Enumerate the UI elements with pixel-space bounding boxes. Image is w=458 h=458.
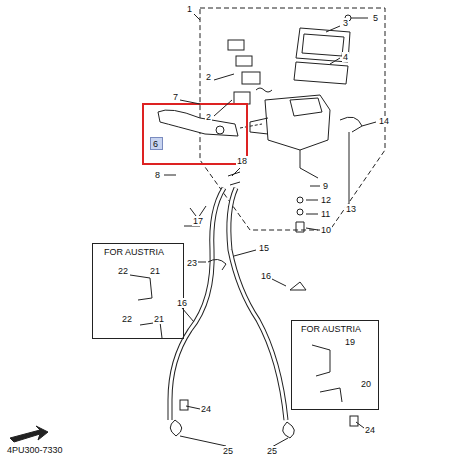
- bracket: [320, 388, 342, 402]
- callout-number: 22: [117, 266, 129, 276]
- bracket: [312, 345, 330, 376]
- callout-number: 5: [372, 13, 379, 23]
- leader-line: [330, 58, 340, 64]
- assembly-outline: [200, 8, 385, 230]
- brake-hose-inner: [170, 188, 224, 420]
- reservoir-opening: [290, 98, 322, 116]
- banjo: [300, 150, 318, 178]
- bolt: [296, 222, 304, 232]
- leader-line: [164, 175, 176, 176]
- lever-axis: [240, 124, 262, 128]
- pivot: [216, 126, 224, 134]
- callout-number: 6: [152, 139, 159, 149]
- leader-line: [232, 168, 240, 176]
- drawing-number: 4PU300-7330: [6, 445, 64, 455]
- variant-box: FOR AUSTRIA 19 20: [291, 320, 379, 410]
- leader-line: [326, 26, 340, 32]
- cylinder-body: [265, 95, 330, 150]
- callout-number: 22: [121, 314, 133, 324]
- callout-number: 3: [342, 18, 349, 28]
- callout-number: 23: [186, 258, 198, 268]
- callout-number: 19: [344, 337, 356, 347]
- bolt: [350, 416, 358, 426]
- callout-number: 25: [266, 446, 278, 456]
- diaphragm: [294, 62, 348, 84]
- callout-number: 24: [364, 425, 376, 435]
- highlight-frame: [143, 104, 247, 164]
- callout-number: 2: [205, 72, 212, 82]
- leader-line: [310, 186, 320, 187]
- washer: [297, 197, 303, 203]
- leader-line: [214, 74, 234, 80]
- leader-line: [180, 100, 200, 104]
- callout-number: 13: [345, 204, 357, 214]
- banjo-end: [283, 422, 295, 438]
- banjo-end: [170, 420, 182, 436]
- piston-part: [234, 92, 250, 104]
- fwd-arrow-symbol: [10, 426, 48, 442]
- clamp: [340, 117, 362, 132]
- spring: [256, 88, 272, 92]
- brake-lever: [158, 110, 238, 136]
- callout-number: 12: [320, 195, 332, 205]
- callout-number: 16: [176, 298, 188, 308]
- leader-line: [306, 200, 318, 201]
- cap-plate: [302, 34, 344, 56]
- leader-line: [356, 422, 364, 428]
- hose-guide: [208, 259, 226, 270]
- callout-number: 15: [258, 243, 270, 253]
- brake-hose-inner: [229, 188, 286, 420]
- leader-line: [306, 228, 318, 230]
- callout-box: 6: [150, 137, 163, 150]
- leader-line: [306, 214, 318, 215]
- callout-number: 18: [236, 156, 248, 166]
- callout-number: 25: [222, 446, 234, 456]
- callout-number: 8: [154, 170, 161, 180]
- callout-number: 14: [378, 116, 390, 126]
- callout-number: 2: [205, 112, 212, 122]
- leader-line: [234, 250, 256, 256]
- bracket: [140, 322, 162, 338]
- hose-guide: [290, 282, 306, 290]
- washer: [297, 209, 303, 215]
- callout-number: 10: [320, 225, 332, 235]
- piston-part: [236, 56, 252, 66]
- callout-number: 7: [172, 92, 179, 102]
- piston-part: [228, 40, 244, 50]
- reservoir-cap: [296, 28, 350, 62]
- screw: [350, 18, 368, 19]
- variant-heading: FOR AUSTRIA: [103, 247, 165, 257]
- variant-heading: FOR AUSTRIA: [300, 324, 362, 334]
- callout-number: 4: [342, 52, 349, 62]
- brake-hose: [170, 188, 224, 420]
- callout-number: 24: [200, 404, 212, 414]
- callout-number: 11: [320, 209, 331, 219]
- variant-box: FOR AUSTRIA 22 21 22 21: [92, 243, 184, 339]
- callout-number: 20: [360, 379, 372, 389]
- callout-number: 9: [322, 181, 329, 191]
- leader-line: [194, 14, 200, 20]
- callout-number: 21: [149, 266, 161, 276]
- piston-part: [242, 72, 260, 84]
- leader-line: [349, 132, 350, 204]
- bolt: [362, 122, 376, 126]
- leader-line: [186, 406, 200, 409]
- callout-number: 16: [260, 271, 272, 281]
- callout-number: 21: [153, 314, 165, 324]
- leader-line: [180, 436, 226, 446]
- bracket: [130, 275, 152, 300]
- callout-number: 1: [186, 4, 193, 14]
- brake-hose: [229, 188, 286, 420]
- leader-line: [214, 100, 232, 116]
- callout-number: 17: [192, 216, 204, 226]
- bolt: [180, 400, 188, 410]
